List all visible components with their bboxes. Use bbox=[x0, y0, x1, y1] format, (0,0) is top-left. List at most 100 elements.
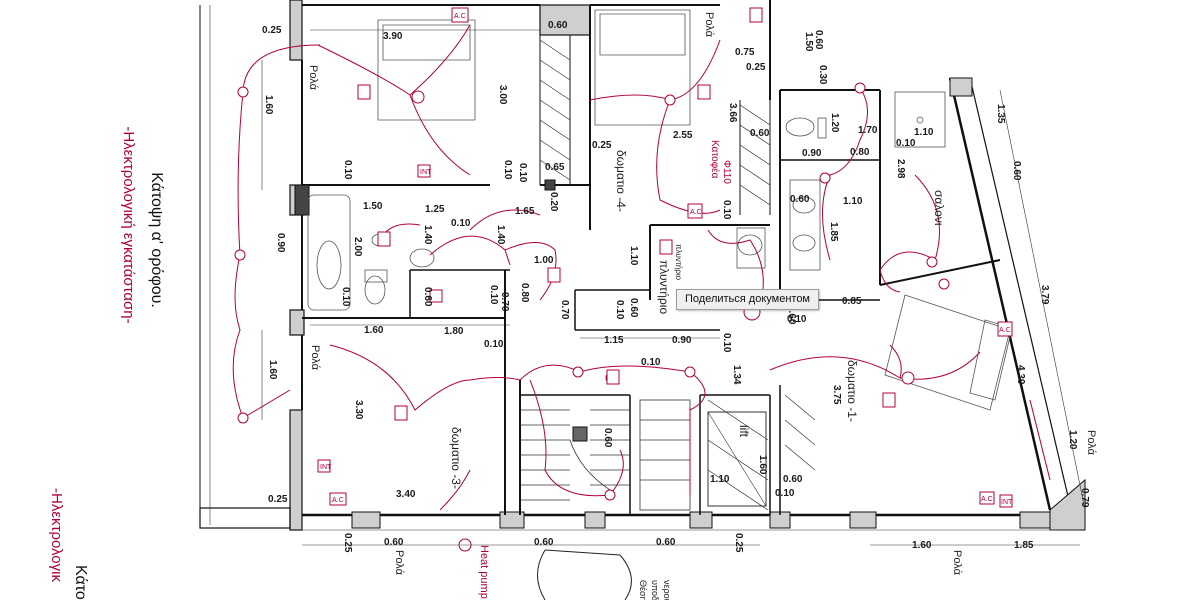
dimension-label: 0.25 bbox=[746, 62, 766, 73]
dimension-label: 1.10 bbox=[914, 127, 934, 138]
room-labels: δωματιο -3- δωματιο -4- δωματιο -1- σαλο… bbox=[449, 140, 946, 489]
shutter-labels: Ρολά Ρολά Ρολά Ρολά Ρολά Ρολά Heat pump … bbox=[307, 12, 1097, 604]
dimension-label: 1.50 bbox=[363, 201, 383, 212]
rolla-label: Ρολά bbox=[309, 345, 321, 371]
dimension-label: 0.25 bbox=[733, 533, 744, 553]
room-lounge: σαλονι bbox=[932, 190, 946, 226]
plan-title-group: Κάτοψη α' ορόφου. -Ηλεκτρολογική εγκατάσ… bbox=[48, 126, 165, 599]
dimension-label: 0.25 bbox=[342, 533, 353, 553]
dimension-label: 0.10 bbox=[340, 287, 351, 307]
dimension-label: 3.00 bbox=[497, 85, 508, 105]
label-wardrobe: Κατοφέα bbox=[709, 140, 721, 179]
dimension-label: 3.79 bbox=[1039, 285, 1050, 305]
dimension-lines bbox=[261, 29, 1086, 546]
lift-shaft bbox=[707, 411, 767, 507]
int-tag: INT bbox=[1001, 499, 1013, 506]
dimension-label: 0.10 bbox=[488, 285, 499, 305]
dimension-label: 1.60 bbox=[757, 455, 768, 475]
dimension-label: 1.25 bbox=[425, 204, 445, 215]
rolla-label: Ρολά bbox=[307, 65, 319, 91]
electrical-symbols bbox=[234, 7, 1013, 552]
dimension-label: 0.10 bbox=[484, 339, 504, 350]
int-tag: INT bbox=[420, 169, 432, 176]
dimension-label: 0.80 bbox=[519, 283, 530, 303]
dimension-label: 0.10 bbox=[641, 357, 661, 368]
dimension-label: 0.60 bbox=[628, 298, 639, 318]
dimension-label: 3.90 bbox=[383, 31, 403, 42]
dimension-label: 1.60 bbox=[364, 325, 384, 336]
dimension-label: 1.15 bbox=[604, 335, 624, 346]
dimension-label: 0.60 bbox=[656, 537, 676, 548]
ac-tag: A.C bbox=[981, 496, 993, 503]
dimension-label: 0.90 bbox=[802, 148, 822, 159]
dimension-label: 0.10 bbox=[451, 218, 471, 229]
dimension-label: 1.20 bbox=[829, 113, 840, 133]
room-bedroom-4: δωματιο -4- bbox=[614, 150, 628, 212]
plan-title: Κάτοψη α' ορόφου. bbox=[148, 172, 165, 308]
dimension-label: 0.70 bbox=[499, 292, 510, 312]
thermo-label-3: νερού bbox=[662, 580, 672, 600]
device-tags: A.C A.C A.C A.C A.C INT INT INT bbox=[320, 13, 1013, 506]
room-lift: lift bbox=[737, 425, 751, 438]
dimension-label: 0.60 bbox=[384, 537, 404, 548]
int-tag: INT bbox=[320, 464, 332, 471]
dimension-label: 0.10 bbox=[614, 300, 625, 320]
dimension-label: 1.20 bbox=[1067, 430, 1078, 450]
dimension-label: 0.25 bbox=[262, 25, 282, 36]
dimension-label: 4.30 bbox=[1015, 365, 1026, 385]
dimension-label: 0.30 bbox=[817, 65, 828, 85]
plan-title-cut: Κάτο bbox=[72, 565, 89, 600]
dimension-labels: 0.25 3.90 0.60 1.50 0.60 0.30 0.75 0.25 … bbox=[262, 20, 1090, 553]
dimension-label: 1.65 bbox=[515, 206, 535, 217]
dimension-label: 1.34 bbox=[731, 365, 742, 385]
dimension-label: 3.40 bbox=[396, 489, 416, 500]
dimension-label: 3.66 bbox=[727, 103, 738, 123]
dimension-label: 1.10 bbox=[843, 196, 863, 207]
dimension-label: 0.79 bbox=[1079, 488, 1090, 508]
room-laundry: πλυντήριο bbox=[657, 260, 671, 314]
dimension-label: 3.75 bbox=[831, 385, 842, 405]
ac-tag: A.C bbox=[999, 327, 1011, 334]
dimension-label: 0.60 bbox=[548, 20, 568, 31]
dimension-label: 2.98 bbox=[895, 159, 906, 179]
ac-tag: A.C bbox=[454, 13, 466, 20]
dimension-label: 1.10 bbox=[710, 474, 730, 485]
dimension-label: 0.60 bbox=[783, 474, 803, 485]
dimension-label: 0.25 bbox=[592, 140, 612, 151]
dimension-label: 0.60 bbox=[813, 30, 824, 50]
rolla-label: Ρολά bbox=[951, 550, 963, 576]
dimension-label: 0.20 bbox=[548, 192, 559, 212]
thermo-label-2: υποδ. bbox=[650, 580, 660, 600]
dimension-label: 3.30 bbox=[353, 400, 364, 420]
dimension-label: 1.35 bbox=[995, 104, 1006, 124]
plan-subtitle-cut: -Ηλεκτρολογικ bbox=[48, 488, 65, 582]
ac-tag: A.C bbox=[332, 497, 344, 504]
dimension-label: 1.85 bbox=[1014, 540, 1034, 551]
rolla-label: Ρολά bbox=[1085, 430, 1097, 456]
dimension-label: 0.60 bbox=[602, 428, 613, 448]
wardrobe-shelves bbox=[539, 39, 816, 511]
dimension-label: 1.60 bbox=[267, 360, 278, 380]
heat-pump-label: Heat pump bbox=[478, 545, 490, 599]
dimension-label: 1.85 bbox=[828, 222, 839, 242]
label-wardrobe-diam: Φ110 bbox=[721, 160, 732, 184]
dimension-label: 0.10 bbox=[342, 160, 353, 180]
dimension-label: 0.90 bbox=[672, 335, 692, 346]
walls bbox=[199, 0, 1086, 531]
rolla-label: Ρολά bbox=[393, 550, 405, 576]
dimension-label: 0.90 bbox=[275, 233, 286, 253]
dimension-label: 0.25 bbox=[268, 494, 288, 505]
equipment-outline bbox=[537, 549, 632, 601]
ac-tag: A.C bbox=[690, 209, 702, 216]
dimension-label: 1.00 bbox=[534, 255, 554, 266]
dimension-label: 0.80 bbox=[850, 147, 870, 158]
bathroom-fixtures bbox=[307, 91, 946, 311]
dimension-label: 0.60 bbox=[790, 194, 810, 205]
dimension-label: 0.10 bbox=[787, 314, 807, 325]
dimension-label: 0.10 bbox=[721, 333, 732, 353]
dimension-label: 0.70 bbox=[559, 300, 570, 320]
dimension-label: 0.75 bbox=[735, 47, 755, 58]
label-laundry-note: πλυντήριο bbox=[674, 244, 683, 281]
